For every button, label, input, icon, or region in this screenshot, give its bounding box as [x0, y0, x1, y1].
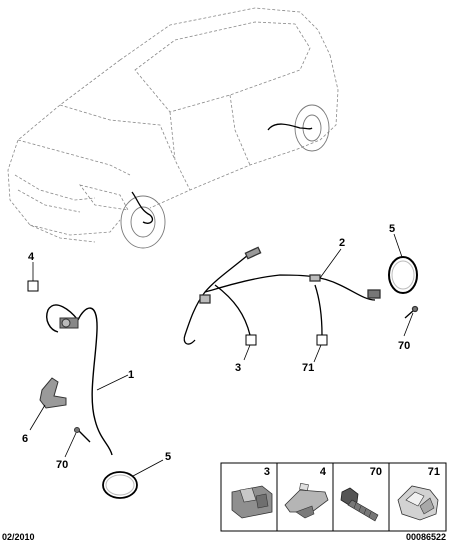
leader-3 — [243, 344, 251, 361]
front-sensor-cable — [77, 307, 113, 456]
leader-2 — [319, 248, 342, 279]
front-wheel — [120, 195, 166, 249]
rear-sensor-cable-main — [204, 274, 376, 301]
leader-6 — [29, 404, 46, 431]
front-wheel-hub — [130, 206, 156, 238]
car-wheels — [120, 104, 330, 249]
tone-ring-right-inner — [391, 260, 415, 290]
rear-sensor-assembly — [183, 246, 419, 346]
legend-part-4-icon — [284, 483, 329, 519]
rear-clip-3 — [199, 294, 211, 304]
tone-ring-left — [102, 471, 138, 499]
legend-label-71: 71 — [428, 466, 440, 478]
callout-3: 3 — [235, 362, 241, 374]
bolt-head-right — [411, 305, 419, 313]
tone-ring-left-inner — [105, 474, 135, 496]
legend-label-70: 70 — [370, 466, 382, 478]
car-bumper — [29, 219, 121, 236]
car-side-lower — [149, 54, 339, 209]
front-sensor-connector — [61, 318, 71, 328]
tone-ring-right — [388, 256, 418, 294]
rear-sensor-wire — [267, 123, 313, 131]
car-door-line — [229, 94, 251, 166]
car-grille-2 — [17, 189, 81, 213]
rear-sensor-cable-branch-2 — [314, 284, 323, 336]
front-sensor-assembly — [27, 280, 138, 499]
legend-label-4: 4 — [320, 466, 327, 478]
car-roof — [119, 7, 331, 61]
callout-4-left: 4 — [28, 251, 35, 263]
footer-reference: 00086522 — [405, 532, 446, 542]
car-windows — [134, 21, 311, 113]
bolt-head-left — [74, 427, 80, 433]
legend-part-70-icon — [340, 487, 379, 522]
clip-box-71 — [316, 334, 328, 346]
car-hood — [59, 104, 176, 161]
car-grille — [14, 174, 96, 201]
bolt-shaft-left — [77, 429, 91, 443]
bolt-shaft-right — [404, 309, 415, 319]
footer-date: 02/2010 — [2, 532, 35, 542]
callout-71: 71 — [302, 362, 314, 374]
car-headlight — [79, 184, 129, 211]
legend-label-3: 3 — [264, 466, 270, 478]
leader-70-right — [403, 312, 414, 337]
callout-6: 6 — [22, 433, 28, 445]
legend-table: 3 4 70 71 — [220, 462, 447, 532]
callout-2: 2 — [339, 237, 345, 249]
front-sensor-cable-loop — [46, 304, 79, 333]
sensor-bracket — [39, 377, 67, 409]
rear-sensor-body — [367, 289, 381, 299]
rear-sensor-cable-left — [183, 254, 249, 345]
rear-wheel — [294, 104, 330, 152]
leader-lines — [29, 233, 414, 477]
leader-1 — [96, 374, 129, 391]
car-hood-edge — [17, 139, 131, 176]
callout-5-left: 5 — [165, 451, 171, 463]
car-sensor-wires — [131, 123, 313, 224]
callout-70-left: 70 — [56, 459, 68, 471]
callout-70-right: 70 — [398, 340, 410, 352]
car-illustration — [7, 7, 339, 243]
clip-box-3 — [245, 334, 257, 346]
leader-70-left — [64, 432, 77, 458]
leader-71 — [313, 344, 322, 363]
car-door-line-front — [169, 111, 191, 191]
legend-part-3-icon — [231, 485, 273, 519]
clip-box-4 — [27, 280, 39, 292]
callout-5-right: 5 — [389, 223, 395, 235]
car-front-outline — [7, 59, 121, 243]
leader-5-right — [393, 233, 403, 258]
rear-clip-71 — [309, 274, 321, 282]
leader-5-left — [132, 459, 164, 477]
rear-sensor-cable-branch — [214, 284, 251, 336]
front-sensor-wire — [131, 191, 154, 224]
rear-connector — [244, 246, 262, 260]
callout-1: 1 — [128, 369, 134, 381]
legend-part-71-icon — [397, 485, 439, 521]
